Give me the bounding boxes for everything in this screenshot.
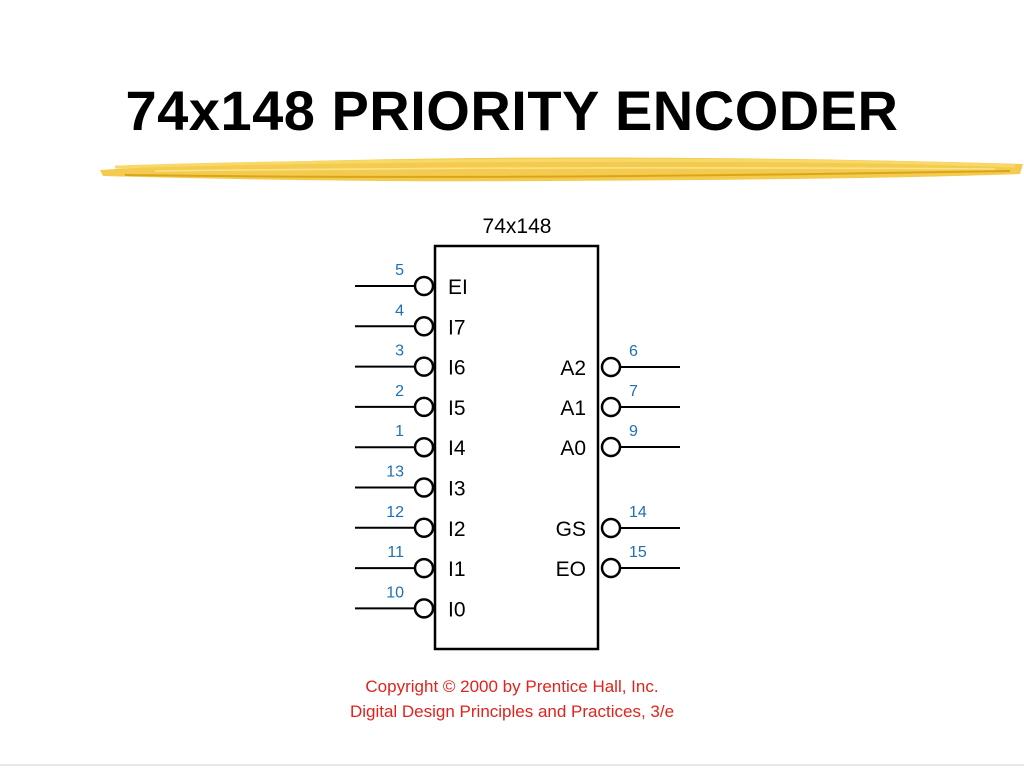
output-pin-a0: 9A0 — [560, 423, 680, 460]
pin-number: 1 — [395, 423, 404, 440]
slide-title: 74x148 PRIORITY ENCODER — [125, 79, 899, 142]
output-pin-a1: 7A1 — [560, 383, 680, 420]
inversion-bubble — [413, 517, 435, 539]
pin-number: 6 — [629, 343, 638, 360]
pin-number: 15 — [629, 544, 647, 561]
pin-number: 4 — [395, 302, 404, 319]
pin-number: 13 — [386, 464, 404, 481]
pin-label: A2 — [560, 357, 586, 380]
pin-label: I5 — [448, 397, 466, 420]
pin-number: 7 — [629, 383, 638, 400]
pin-label: I2 — [448, 518, 466, 541]
inversion-bubble — [413, 477, 435, 498]
pin-number: 10 — [386, 584, 404, 601]
input-pin-i4: 1I4 — [355, 423, 466, 460]
inversion-bubble — [413, 598, 435, 619]
input-pin-ei: 5EI — [355, 262, 468, 299]
chip-body — [433, 244, 600, 651]
pin-label: I6 — [448, 357, 466, 380]
pin-number: 9 — [629, 423, 638, 440]
pin-number: 2 — [395, 383, 404, 400]
inversion-bubble — [413, 275, 435, 297]
pin-number: 12 — [386, 504, 404, 521]
inversion-bubble — [413, 557, 435, 579]
pin-label: GS — [556, 518, 586, 541]
inversion-bubble — [413, 316, 435, 337]
pin-label: EO — [556, 558, 586, 581]
pin-number: 5 — [395, 262, 404, 279]
pin-label: I0 — [448, 598, 466, 621]
inversion-bubble — [600, 517, 622, 539]
pin-label: I3 — [448, 478, 466, 501]
pin-number: 3 — [395, 343, 404, 360]
input-pin-i6: 3I6 — [355, 343, 466, 380]
chip-name: 74x148 — [483, 215, 552, 238]
output-pin-a2: 6A2 — [560, 343, 680, 380]
pin-number: 14 — [629, 504, 647, 521]
pin-label: EI — [448, 276, 468, 299]
pin-label: I1 — [448, 558, 466, 581]
title-underline-brush — [100, 157, 1023, 182]
input-pin-i5: 2I5 — [355, 383, 466, 420]
pin-number: 11 — [387, 544, 404, 561]
input-pin-i7: 4I7 — [355, 302, 466, 339]
pin-label: I4 — [448, 437, 466, 460]
inversion-bubble — [600, 436, 622, 458]
inversion-bubble — [600, 356, 622, 378]
pin-label: A0 — [560, 437, 586, 460]
inversion-bubble — [600, 396, 622, 418]
inversion-bubble — [413, 396, 435, 418]
inversion-bubble — [413, 436, 435, 458]
copyright-line-1: Copyright © 2000 by Prentice Hall, Inc. — [365, 677, 659, 696]
pin-label: I7 — [448, 316, 466, 339]
bottom-divider — [0, 764, 1024, 766]
inversion-bubble — [413, 356, 435, 377]
copyright-line-2: Digital Design Principles and Practices,… — [349, 702, 675, 721]
pin-label: A1 — [560, 397, 586, 420]
inversion-bubble — [600, 557, 622, 579]
